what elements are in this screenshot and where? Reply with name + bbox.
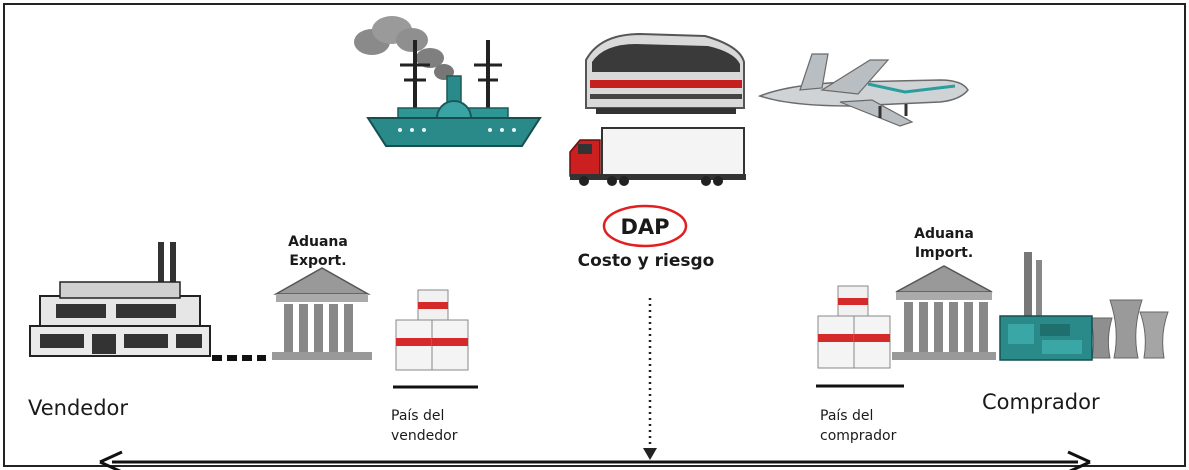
incoterm-code: DAP <box>620 215 669 239</box>
truck-icon <box>569 127 746 186</box>
airplane-icon <box>757 53 969 127</box>
export-customs-building-icon <box>272 267 372 360</box>
seller-country-line2: vendedor <box>391 428 458 444</box>
import-customs-line1: Aduana <box>914 226 974 242</box>
buyer-country-line2: comprador <box>820 428 897 444</box>
export-customs-line1: Aduana <box>288 234 348 250</box>
seller-label: Vendedor <box>28 396 128 420</box>
industrial-plant-icon <box>999 252 1169 361</box>
seller-country-line1: País del <box>391 408 444 424</box>
dap-highlight-circle <box>602 204 688 248</box>
ship-icon <box>354 16 542 147</box>
train-icon <box>585 32 745 114</box>
incoterm-subtitle: Costo y riesgo <box>578 251 715 271</box>
import-customs-building-icon <box>892 265 996 360</box>
buyer-cargo-crates-icon <box>817 285 891 369</box>
factory-icon <box>29 242 211 357</box>
double-headed-arrow <box>99 450 1091 470</box>
seller-cargo-crates-icon <box>395 289 469 371</box>
buyer-label: Comprador <box>982 390 1100 414</box>
import-customs-line2: Import. <box>915 245 973 261</box>
buyer-country-line1: País del <box>820 408 873 424</box>
export-customs-line2: Export. <box>289 253 346 269</box>
